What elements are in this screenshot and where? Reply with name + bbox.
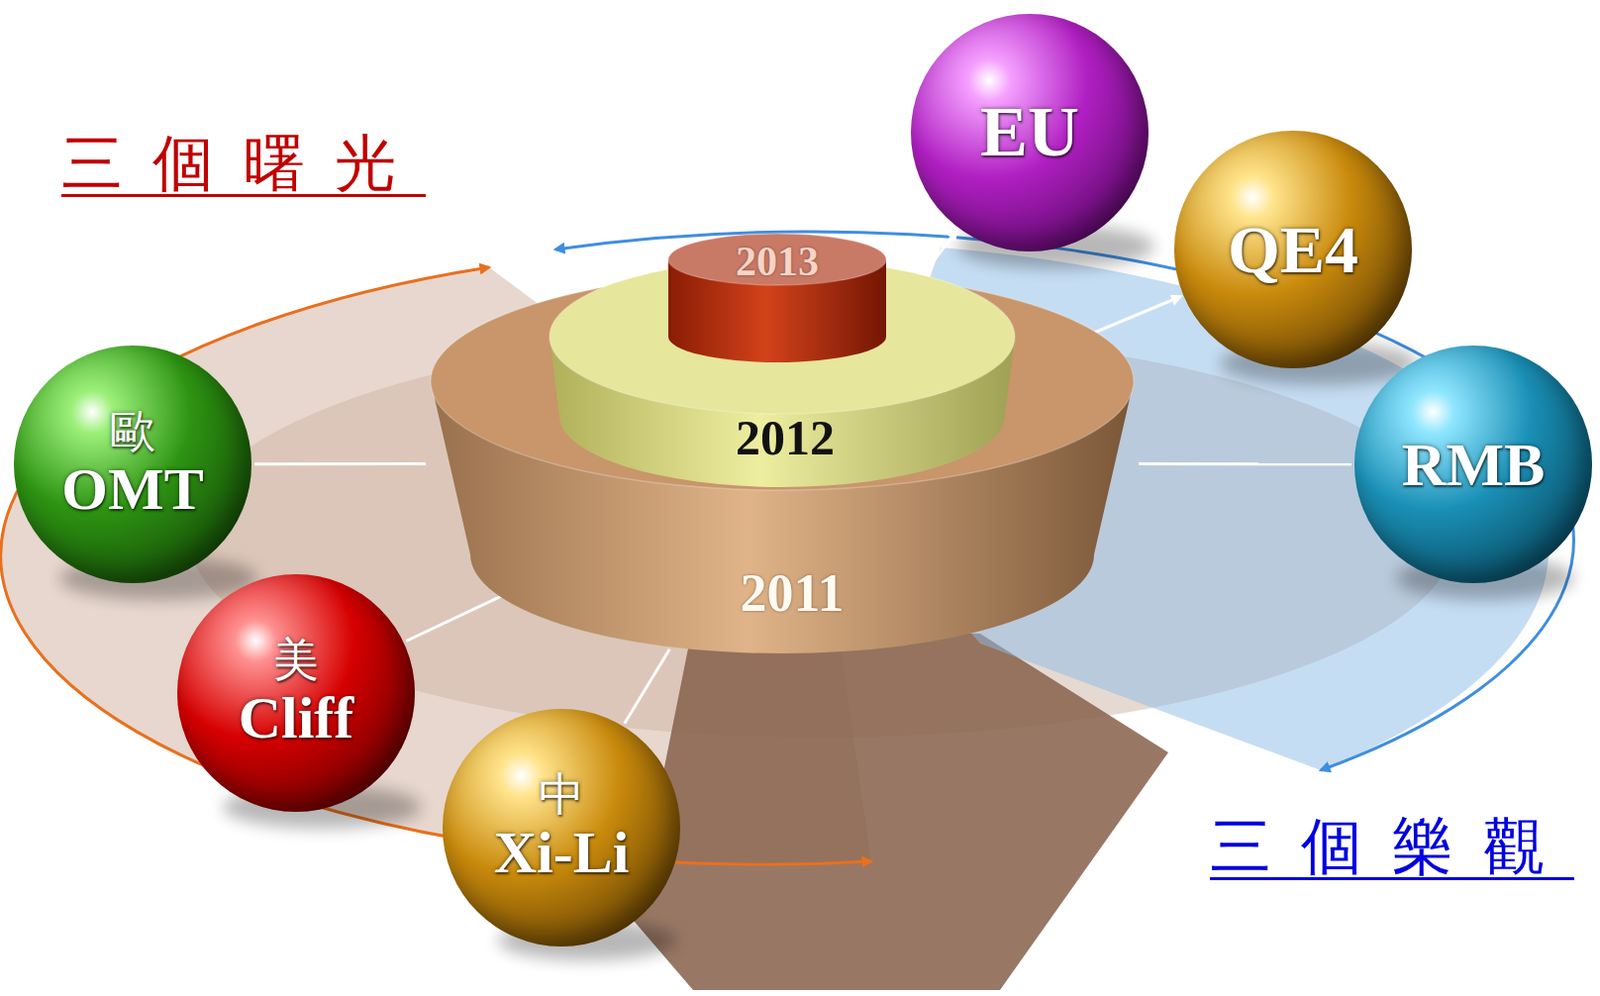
sphere-node: 美Cliff — [177, 574, 415, 812]
year-label: 2011 — [739, 564, 844, 623]
sphere-node: 中Xi-Li — [442, 708, 681, 947]
group-heading: 三個曙光 — [61, 126, 426, 200]
connector-line — [254, 462, 426, 466]
group-heading: 三個樂觀 — [1209, 809, 1575, 884]
region-char: 中 — [538, 770, 585, 821]
sphere-label: RMB — [1401, 430, 1546, 499]
cylinder-top — [668, 233, 887, 286]
sphere-label: Xi-Li — [494, 819, 630, 886]
region-char: 歐 — [109, 406, 156, 458]
year-label: 2012 — [735, 410, 835, 466]
connector-line — [405, 591, 512, 642]
sphere-label: OMT — [61, 456, 203, 522]
year-label: 2013 — [735, 238, 819, 285]
connector-line — [917, 230, 957, 284]
cylinder-top — [549, 259, 1015, 414]
connector-line — [624, 649, 671, 724]
sphere-node: 歐OMT — [13, 345, 252, 584]
sphere-node: EU — [910, 13, 1149, 252]
sphere-node: RMB — [1354, 345, 1593, 584]
sphere-label: QE4 — [1227, 212, 1359, 288]
connector-line — [1138, 462, 1352, 466]
sphere-node: QE4 — [1174, 130, 1412, 369]
cylinder-top — [430, 272, 1134, 491]
region-char: 美 — [273, 635, 319, 687]
sphere-label: Cliff — [238, 685, 355, 751]
sphere-label: EU — [980, 93, 1080, 172]
cylinder-node: 2013 — [666, 231, 889, 365]
